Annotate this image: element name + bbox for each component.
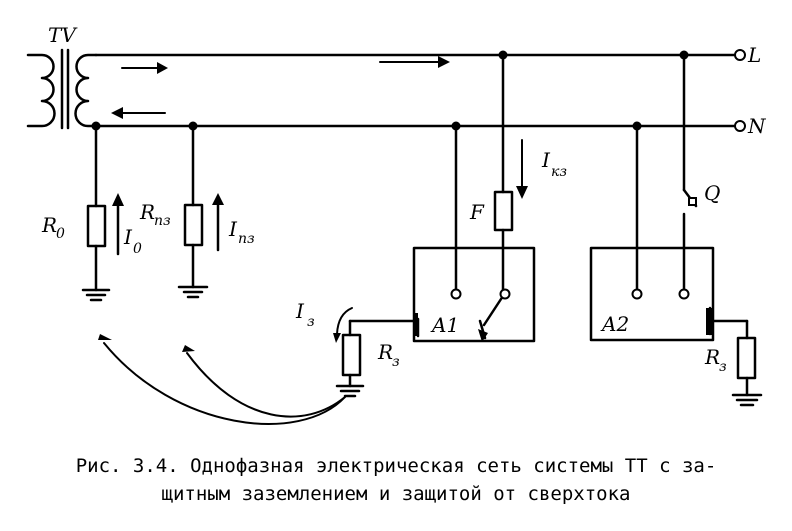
breaker-q-contact [688, 197, 697, 206]
label-rpz: R [139, 200, 155, 224]
figure-caption: Рис. 3.4. Однофазная электрическая сеть … [0, 452, 792, 508]
label-ipz: I [228, 217, 238, 241]
label-fuse-f: F [469, 200, 485, 224]
label-r0: R [41, 213, 57, 237]
resistor-rpz-branch [177, 124, 220, 299]
label-breaker-q: Q [704, 181, 720, 205]
label-rz1-sub: з [392, 354, 400, 370]
terminal-l [734, 49, 746, 61]
arrowheads [98, 56, 528, 352]
a2-terminal-n [631, 288, 643, 300]
return-current-curves [103, 342, 346, 425]
label-rz2: R [704, 345, 720, 369]
transformer-tv [26, 48, 98, 130]
terminal-n [734, 120, 746, 132]
label-tv: TV [48, 23, 78, 47]
a2-pe-terminal [706, 308, 712, 335]
a1-pe-terminal [413, 313, 418, 336]
label-n: N [747, 114, 767, 138]
a1-terminal-n [450, 288, 462, 300]
resistor-r0-branch [81, 124, 120, 302]
load-a1 [335, 53, 536, 398]
label-iz: I [295, 299, 305, 323]
label-rpz-sub: пз [154, 213, 171, 229]
load-a2 [589, 53, 763, 407]
caption-line-1: Рис. 3.4. Однофазная электрическая сеть … [75, 455, 717, 477]
label-l: L [747, 43, 761, 67]
label-ipz-sub: пз [238, 231, 255, 247]
label-a1: A1 [430, 313, 459, 337]
label-rz2-sub: з [719, 359, 727, 375]
a1-terminal-l [499, 288, 511, 300]
current-arrows-lines [121, 61, 439, 114]
junction-dots [91, 50, 689, 131]
a2-terminal-l [678, 288, 690, 300]
label-a2: A2 [600, 312, 629, 336]
label-iz-sub: з [307, 314, 315, 330]
label-i0: I [123, 225, 133, 249]
label-ikz: I [541, 148, 551, 172]
label-rz1: R [377, 340, 393, 364]
label-i0-sub: 0 [133, 241, 142, 257]
caption-line-2: щитным заземлением и защитой от сверхток… [161, 483, 631, 505]
label-ikz-sub: кз [551, 164, 567, 180]
label-r0-sub: 0 [56, 226, 65, 242]
